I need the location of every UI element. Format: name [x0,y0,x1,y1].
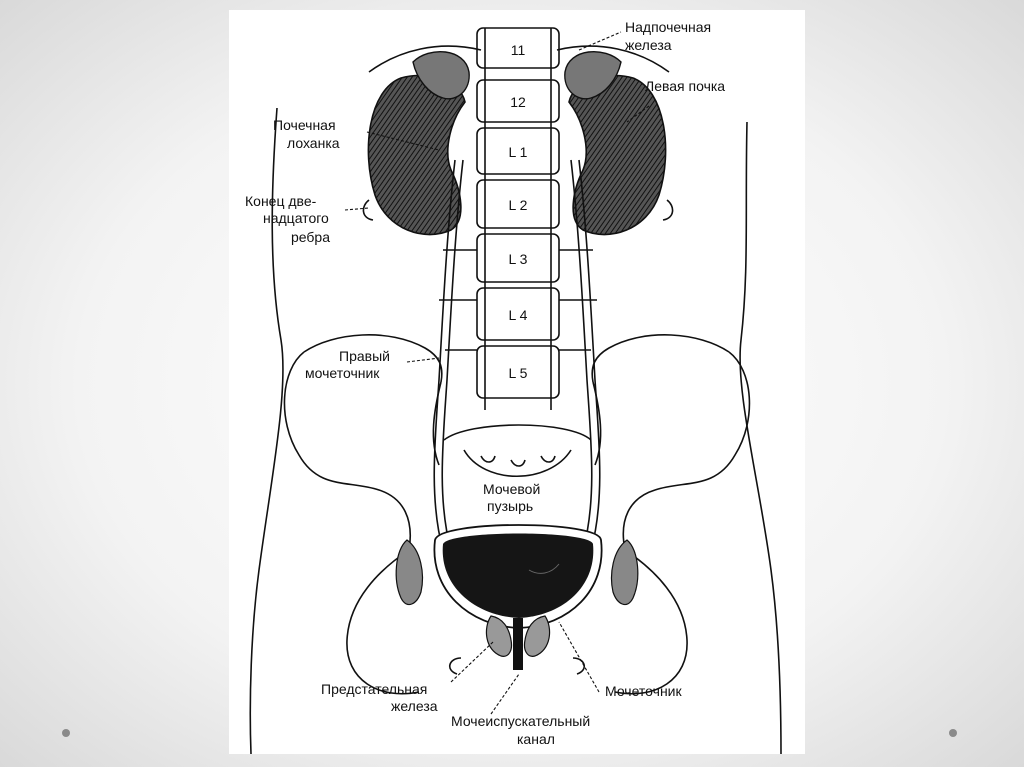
vertebra-label: L 4 [509,307,528,323]
urethra [513,618,523,670]
label-adrenal-gland-line1: Надпочечная [625,19,711,35]
label-urethra-line2: канал [517,731,555,747]
spine: 11 12 L 1 L 2 L 3 L 4 L 5 [439,27,597,410]
label-prostate-line1: Предстательная [321,681,427,697]
vertebra-label: L 2 [509,197,528,213]
left-adrenal-gland [564,50,622,100]
vertebra-label: 12 [510,94,526,110]
pelvis [283,334,751,695]
anatomy-figure: 11 12 L 1 L 2 L 3 L 4 L 5 [229,10,805,754]
label-bladder-line2: пузырь [487,498,533,514]
label-right-ureter-line1: Правый [339,348,390,364]
leader-lines [344,31,650,715]
label-left-kidney: Левая почка [645,78,725,94]
vertebra-label: L 5 [509,365,528,381]
body-outline [249,107,782,754]
label-bladder-line1: Мочевой [483,481,540,497]
label-rib-end-line2: надцатого [263,210,329,226]
label-ureter: Мочеточник [605,683,682,699]
label-right-ureter-line2: мочеточник [305,365,380,381]
label-rib-end-line1: Конец две- [245,193,317,209]
urinary-bladder [433,524,603,629]
diagram-labels: Надпочечная железа Левая почка Почечная … [245,19,725,747]
vertebra-label: L 1 [509,144,528,160]
label-adrenal-gland-line2: железа [625,37,672,53]
ribs [362,45,674,221]
slide-nav-dot-right [949,729,957,737]
ureters [433,159,601,551]
label-rib-end-line3: ребра [291,229,330,245]
vertebra-label: L 3 [509,251,528,267]
slide-nav-dot-left [62,729,70,737]
label-prostate-line2: железа [391,698,438,714]
label-renal-pelvis-line2: лоханка [287,135,340,151]
vertebra-label: 11 [511,42,526,58]
left-kidney [564,50,667,236]
label-renal-pelvis-line1: Почечная [273,117,336,133]
urinary-system-diagram: 11 12 L 1 L 2 L 3 L 4 L 5 [245,19,782,754]
right-adrenal-gland [412,50,470,100]
label-urethra-line1: Мочеиспускательный [451,713,590,729]
prostate-gland [485,615,551,657]
right-kidney [367,50,470,236]
